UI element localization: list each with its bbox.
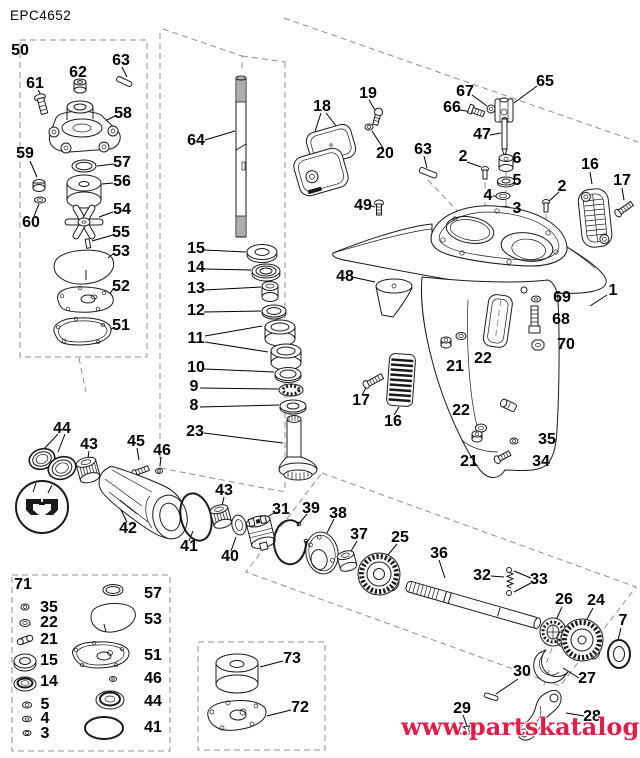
part-17-bolt-left	[362, 373, 385, 389]
part-46-washer	[155, 468, 163, 474]
part-48-plug-cone	[375, 278, 413, 318]
kit-21-plug	[16, 634, 34, 646]
part-56-wear-cup	[66, 174, 102, 209]
part-53-gasket	[53, 249, 115, 285]
kit-41-o-ring	[84, 716, 124, 740]
part-20-washer	[364, 123, 374, 131]
part-34-screw	[493, 450, 512, 464]
part-68-bolt	[528, 305, 541, 334]
part-22-washer-a	[455, 332, 467, 340]
part-69-washer	[531, 295, 541, 303]
kit-46-washer	[109, 676, 117, 682]
part-19-screw	[372, 107, 384, 126]
watermark: www.partskatalog.ru	[401, 712, 640, 741]
part-4-washer	[495, 192, 511, 200]
part-63-pin	[116, 76, 133, 88]
part-60-washer	[34, 196, 46, 204]
part-6-plunger	[498, 154, 514, 172]
seal-orientation-icon	[15, 480, 69, 534]
part-61-bolt	[34, 93, 49, 115]
part-38-thrust-washer-plate	[305, 531, 339, 575]
part-35-washer	[509, 437, 519, 445]
part-30-pin	[483, 692, 499, 702]
part-52-wear-plate	[57, 285, 114, 313]
kit-73-cup	[215, 653, 259, 694]
part-28-shift-cam	[517, 689, 562, 741]
part-plug-drain	[499, 398, 517, 413]
part-43-bearing-a	[75, 456, 101, 484]
seal-kit-box-71	[13, 584, 136, 740]
part-8-washer	[279, 399, 307, 415]
part-42-bearing-housing	[98, 466, 188, 540]
part-29-plug	[459, 724, 476, 736]
part-16-anode-left	[386, 353, 416, 407]
kit-72-plate	[207, 700, 267, 731]
kit-35-washer	[20, 603, 30, 611]
part-16-anode-right	[577, 188, 613, 248]
part-2-screw-left	[481, 166, 489, 180]
part-32-detent-spring	[505, 567, 515, 596]
service-kit-box-72	[207, 653, 267, 731]
part-24-reverse-gear	[560, 618, 604, 662]
kit-4-washer	[22, 715, 32, 723]
part-57-seal-ring	[71, 159, 97, 173]
page-title: EPC4652	[10, 8, 72, 23]
part-65-retainer-block	[494, 97, 514, 123]
part-70-nut	[531, 339, 545, 351]
part-64-driveshaft	[235, 75, 247, 238]
part-67-washer	[486, 104, 496, 114]
part-54-impeller	[64, 204, 104, 240]
part-27-shift-cradle	[533, 649, 569, 684]
part-14-bearing	[251, 263, 281, 282]
water-intake-opening	[482, 294, 513, 348]
part-18-anode-pads	[293, 123, 357, 197]
part-40-washer	[231, 514, 247, 536]
part-49-bolt	[374, 199, 384, 216]
part-43-bearing-b	[209, 504, 233, 529]
part-11-bearing-lower	[270, 343, 302, 371]
part-62-grommet	[73, 78, 87, 94]
kit-57-seal-ring	[102, 584, 124, 596]
part-10-washer	[274, 367, 302, 383]
propshaft-assembly	[15, 447, 631, 741]
part-51-gasket-plate	[53, 316, 112, 346]
part-58-water-pump-housing	[48, 100, 121, 154]
part-5-washer	[497, 176, 515, 188]
part-11-bearing-upper	[264, 319, 296, 347]
part-23-pinion-gear	[278, 415, 318, 481]
part-37-bushing	[336, 550, 358, 572]
kit-22-washer	[19, 619, 31, 627]
part-9-toothed-washer	[278, 383, 304, 397]
driveshaft-assembly	[235, 75, 318, 481]
kit-5-washer	[22, 701, 32, 709]
part-15-washer	[246, 244, 278, 263]
part-55-impeller-key	[84, 238, 92, 249]
kit-15-washer	[13, 653, 37, 672]
kit-51-gasket-plate	[72, 640, 130, 669]
part-59-nut-washer	[32, 179, 46, 192]
part-44-seals	[28, 447, 77, 481]
kit-14-seal	[13, 676, 37, 692]
part-7-bearing	[607, 639, 631, 669]
part-2-screw-right	[542, 199, 550, 213]
kit-3-washer	[22, 730, 32, 736]
part-13-sleeve	[261, 281, 279, 302]
part-66-screw	[466, 103, 486, 118]
part-21-plug-b	[471, 430, 483, 443]
part-36-propeller-shaft	[405, 580, 541, 630]
part-17-bolt-right	[614, 200, 635, 218]
part-31-clutch-dog	[245, 515, 276, 551]
part-21-plug-a	[440, 336, 452, 349]
gearcase-housing	[332, 205, 607, 478]
part-63-pin-b	[418, 166, 438, 179]
kit-44-seal	[95, 690, 125, 710]
part-47-shift-rod	[501, 117, 508, 157]
water-pump-assembly	[32, 76, 133, 346]
part-25-forward-gear	[357, 552, 401, 596]
kit-53-gasket	[90, 603, 136, 633]
part-1-housing	[332, 205, 607, 478]
part-39-retaining-ring	[273, 519, 309, 566]
part-12-washer	[261, 304, 287, 320]
